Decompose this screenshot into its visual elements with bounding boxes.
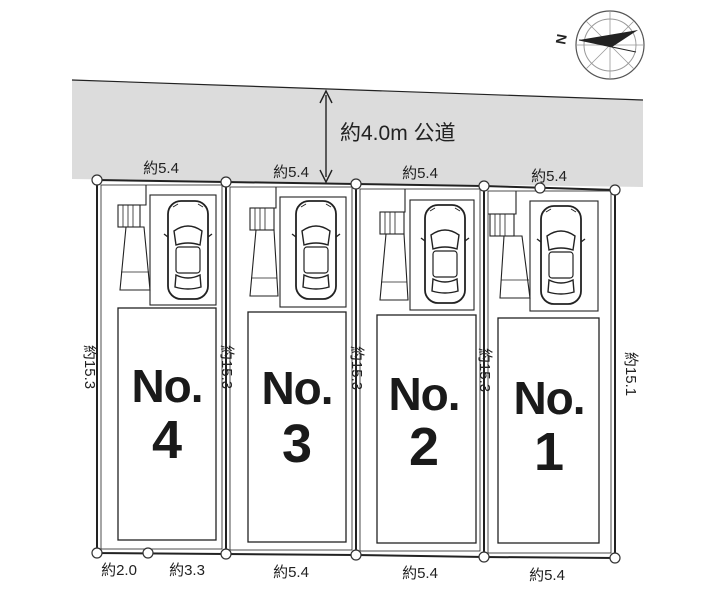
- lot-1-parking: [529, 200, 599, 312]
- dim-left: 約15.3: [81, 345, 98, 389]
- lot-1-steps: [489, 213, 515, 237]
- boundary-marker: [609, 184, 621, 196]
- lot-2-parking: [409, 199, 475, 311]
- boundary-marker: [478, 551, 490, 563]
- boundary-marker: [350, 549, 362, 561]
- public-road: [72, 80, 643, 187]
- lot-4-building: [117, 307, 217, 541]
- lot-2-label: No.: [388, 368, 459, 420]
- lot-2-car-icon: [420, 204, 470, 304]
- lot-2-approach: [379, 233, 409, 301]
- lot-4-approach: [119, 226, 151, 291]
- dim-divider-4-3: 約15.3: [218, 345, 235, 389]
- compass-icon: [575, 10, 645, 80]
- dim-bottom-1: 約5.4: [529, 567, 565, 584]
- lot-4-parking: [149, 194, 217, 306]
- lot-3: No. 3: [229, 186, 353, 551]
- dim-bottom-4b: 約3.3: [169, 562, 205, 579]
- lot-3-frontage: 約5.4: [273, 164, 309, 181]
- lot-3-building: [247, 311, 347, 543]
- dim-right: 約15.1: [622, 352, 639, 396]
- dim-divider-3-2: 約15.3: [348, 346, 365, 390]
- boundary-marker: [534, 182, 546, 194]
- lot-3-car-icon: [291, 200, 341, 300]
- boundary-markers: [91, 174, 621, 564]
- lot-2-building: [376, 314, 477, 544]
- lot-2-number: 2: [409, 417, 439, 477]
- boundary-marker: [220, 176, 232, 188]
- dim-bottom-4a: 約2.0: [101, 562, 137, 579]
- lot-1-car-icon: [536, 205, 586, 305]
- lot-3-number: 3: [282, 414, 312, 474]
- boundary-marker: [478, 180, 490, 192]
- dim-divider-2-1: 約15.3: [476, 348, 493, 392]
- road-width-arrow: [319, 89, 333, 184]
- road-edge-line: [71, 79, 644, 101]
- compass-north-label: N: [552, 33, 570, 46]
- lot-1-number: 1: [534, 422, 564, 482]
- lot-4-number: 4: [152, 410, 182, 470]
- lot-3-label: No.: [261, 362, 332, 414]
- lot-1-label: No.: [513, 372, 584, 424]
- road-label: 約4.0m 公道: [340, 122, 456, 145]
- lot-2-steps: [379, 211, 405, 235]
- lot-1: No. 1: [487, 190, 612, 554]
- lot-3-parking: [279, 196, 347, 308]
- dim-bottom-3: 約5.4: [273, 564, 309, 581]
- lot-4-label: No.: [131, 360, 202, 412]
- lot-3-steps: [249, 207, 275, 231]
- lot-2: No. 2: [359, 188, 481, 552]
- boundary-marker: [609, 552, 621, 564]
- boundary-marker: [91, 547, 103, 559]
- lot-3-approach: [249, 229, 279, 297]
- dim-bottom-2: 約5.4: [402, 565, 438, 582]
- lot-1-frontage: 約5.4: [531, 168, 567, 185]
- boundary-marker: [220, 548, 232, 560]
- boundary-marker: [350, 178, 362, 190]
- lot-4-steps: [117, 204, 141, 228]
- boundary-marker: [142, 547, 154, 559]
- lot-4: No. 4: [100, 184, 223, 550]
- lot-4-frontage: 約5.4: [143, 160, 179, 177]
- lot-1-building: [497, 317, 600, 544]
- lot-4-car-icon: [163, 200, 213, 300]
- lot-1-approach: [499, 235, 531, 299]
- boundary-marker: [91, 174, 103, 186]
- lot-2-frontage: 約5.4: [402, 165, 438, 182]
